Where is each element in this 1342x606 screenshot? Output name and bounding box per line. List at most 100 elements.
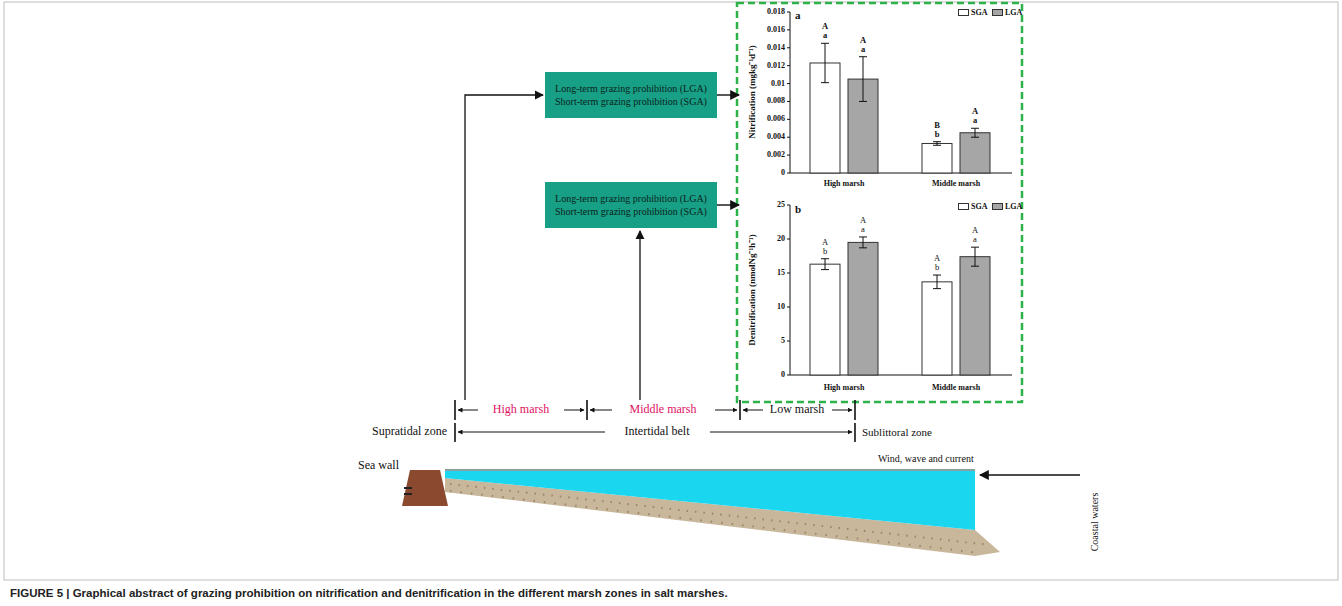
zone-label: Sublittoral zone: [862, 426, 932, 438]
dashed-panel: [737, 3, 1022, 402]
chart-label: 0.018: [767, 8, 785, 17]
legend-swatch: [992, 203, 1003, 210]
axis-tick: [787, 119, 790, 120]
legend-swatch: [992, 9, 1003, 16]
axis-tick: [787, 239, 790, 240]
chart-label: A: [822, 238, 828, 247]
axis-tick: [787, 47, 790, 48]
sediment-dots: [450, 484, 990, 545]
chart-label: b: [823, 247, 827, 256]
axis-tick: [787, 155, 790, 156]
chart-label: 0.008: [767, 97, 785, 106]
chart-label: 25: [777, 201, 785, 210]
connector-arrow: [717, 204, 739, 205]
legend-swatch: [958, 203, 969, 210]
zone-ticks: [455, 400, 855, 442]
box-text: Long-term grazing prohibition (LGA): [551, 82, 711, 95]
chart-label: 0.006: [767, 115, 785, 124]
chart-label: Nitrification (mgkg⁻¹d⁻¹): [748, 45, 758, 139]
axis-tick: [787, 65, 790, 66]
zone-label: Intertidal belt: [625, 425, 690, 438]
bar: [922, 282, 952, 375]
chart-label: a: [861, 45, 865, 54]
chart-label: b: [935, 263, 939, 272]
chart-label: A: [860, 216, 866, 225]
chart-label: a: [861, 225, 865, 234]
figure-caption: FIGURE 5 | Graphical abstract of grazing…: [10, 587, 728, 600]
bar: [960, 257, 990, 375]
chart-label: 0.004: [767, 133, 785, 142]
axis-tick: [787, 101, 790, 102]
legend-text: LGA: [1005, 203, 1022, 211]
legend-text: LGA: [1005, 9, 1022, 17]
chart-label: A: [934, 254, 940, 263]
bar: [848, 242, 878, 375]
sea-wall-mark: [404, 487, 412, 489]
zone-label: Supratidal zone: [372, 425, 447, 438]
chart-label: 0: [781, 169, 785, 178]
error-bar: [971, 128, 979, 137]
chart-label: 5: [781, 337, 785, 346]
treatment-box: Long-term grazing prohibition (LGA)Short…: [545, 182, 717, 228]
error-bar: [859, 237, 867, 248]
chart-label: 0.014: [767, 43, 785, 52]
axis-tick: [787, 205, 790, 206]
chart-label: 0.01: [771, 79, 785, 88]
axis-tick: [787, 375, 790, 376]
figure-frame: [4, 2, 1338, 580]
chart-label: High marsh: [824, 180, 865, 189]
chart-label: 20: [777, 235, 785, 244]
axis-tick: [787, 29, 790, 30]
current-arrow: [980, 474, 1080, 475]
coastal-water: [445, 470, 975, 530]
axis-tick: [787, 137, 790, 138]
chart-label: B: [934, 121, 940, 130]
chart-label: Denitrification (nmolNg⁻¹h⁻¹): [748, 234, 758, 346]
box-text: Short-term grazing prohibition (SGA): [551, 95, 711, 108]
axis-tick: [787, 173, 790, 174]
error-bar: [971, 247, 979, 266]
chart-label: 10: [777, 303, 785, 312]
error-bar: [859, 57, 867, 102]
chart-label: A: [860, 36, 866, 45]
chart-label: A: [972, 108, 978, 117]
zone-label: Wind, wave and current: [878, 453, 974, 464]
zone-arrow: [639, 231, 640, 400]
error-bar: [821, 43, 829, 82]
sea-wall-mark: [404, 493, 412, 495]
axis-tick: [787, 307, 790, 308]
chart-label: 15: [777, 269, 785, 278]
bar-charts: [787, 12, 1012, 375]
legend-swatch: [958, 9, 969, 16]
treatment-box: Long-term grazing prohibition (LGA)Short…: [545, 72, 717, 118]
chart-label: Middle marsh: [932, 384, 980, 393]
panel-letter: b: [795, 203, 801, 215]
zone-label: High marsh: [493, 403, 549, 416]
chart-label: High marsh: [824, 384, 865, 393]
axis-tick: [787, 341, 790, 342]
box-text: Long-term grazing prohibition (LGA): [551, 192, 711, 205]
bar: [960, 133, 990, 173]
chart-label: a: [823, 32, 827, 41]
axis-tick: [787, 273, 790, 274]
chart-label: a: [973, 235, 977, 244]
box-text: Short-term grazing prohibition (SGA): [551, 205, 711, 218]
y-axis: [790, 12, 791, 173]
zone-label: Middle marsh: [630, 403, 697, 416]
zone-label: Coastal waters: [1089, 493, 1100, 552]
chart-label: a: [973, 117, 977, 126]
error-bar: [821, 259, 829, 270]
error-bar: [933, 275, 941, 289]
zone-label: Low marsh: [770, 403, 824, 416]
axis-tick: [787, 83, 790, 84]
sediment-dots: [450, 491, 980, 553]
zone-label: Sea wall: [358, 459, 399, 472]
error-bar: [933, 142, 941, 146]
chart-label: 0.016: [767, 25, 785, 34]
legend-text: SGA: [971, 203, 987, 211]
zone-arrow: [465, 95, 543, 400]
connector-arrow: [717, 94, 739, 95]
axis-tick: [787, 12, 790, 13]
bar: [810, 264, 840, 375]
